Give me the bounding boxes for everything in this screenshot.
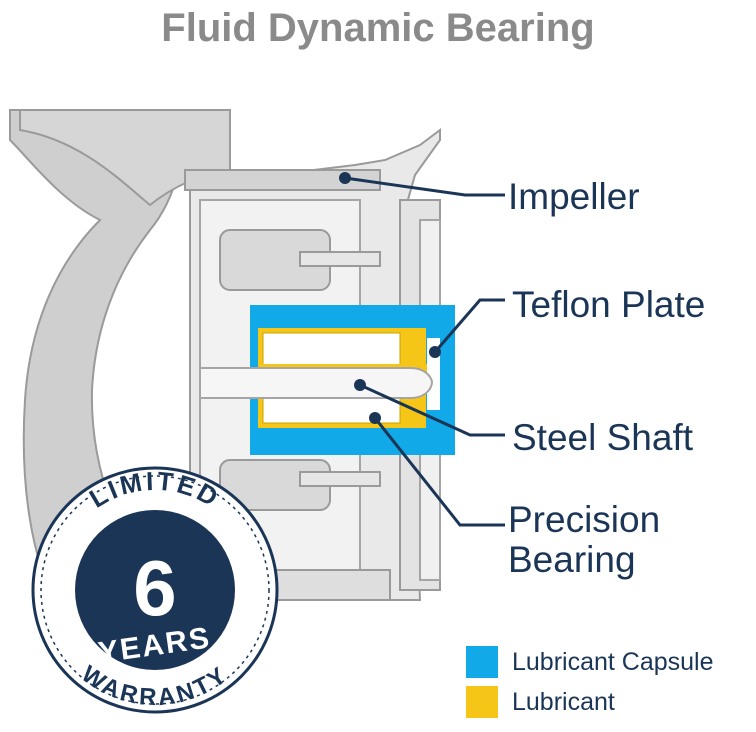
legend-label-capsule: Lubricant Capsule <box>512 647 714 676</box>
legend-swatch-capsule <box>466 646 498 678</box>
legend-label-lubricant: Lubricant <box>512 687 615 716</box>
pin-top <box>299 251 381 267</box>
legend-swatch-lubricant <box>466 686 498 718</box>
impeller-plate <box>184 169 381 191</box>
label-precision: Precision <box>508 499 661 540</box>
shaft-line <box>359 383 505 437</box>
diagram-title: Fluid Dynamic Bearing <box>161 6 595 50</box>
impeller-dot <box>339 172 351 184</box>
shaft-dot <box>354 379 366 391</box>
label-precision-bearing: Precision Bearing <box>508 500 660 580</box>
badge-number: 6 <box>133 544 176 632</box>
teflon-dot <box>429 346 441 358</box>
badge-inner <box>75 510 235 670</box>
warranty-badge: LIMITED 6 YEARS WARRANTY <box>31 466 279 714</box>
impeller-line <box>344 176 505 197</box>
bearing-line <box>373 417 505 527</box>
legend-item-capsule: Lubricant Capsule <box>466 646 714 678</box>
bearing-dot <box>369 412 381 424</box>
badge-scallop <box>40 475 270 705</box>
label-impeller: Impeller <box>508 176 640 217</box>
label-bearing: Bearing <box>508 539 636 580</box>
legend-item-lubricant: Lubricant <box>466 686 615 718</box>
label-teflon-plate: Teflon Plate <box>512 284 706 325</box>
steel-shaft <box>199 367 434 399</box>
pin-bottom <box>299 471 381 487</box>
label-steel-shaft: Steel Shaft <box>512 417 694 458</box>
teflon-line <box>433 298 505 353</box>
